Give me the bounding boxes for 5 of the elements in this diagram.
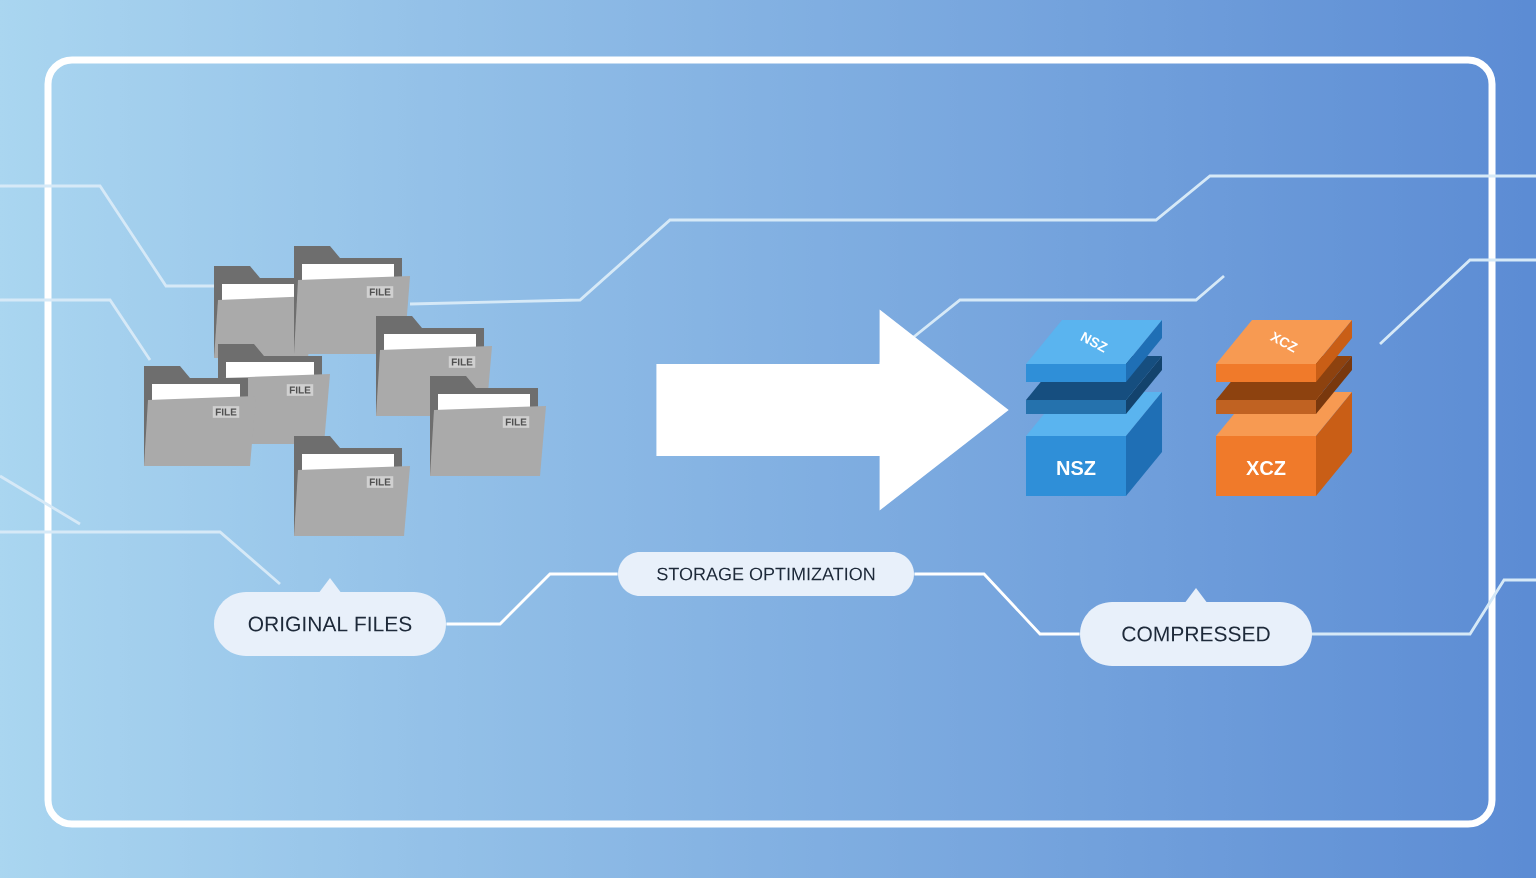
label-pill: STORAGE OPTIMIZATION (618, 552, 914, 596)
speech-bubble: ORIGINAL FILES (214, 578, 446, 656)
connector-line (914, 572, 1080, 636)
connector-line (446, 572, 618, 626)
speech-bubble: COMPRESSED (1080, 588, 1312, 666)
